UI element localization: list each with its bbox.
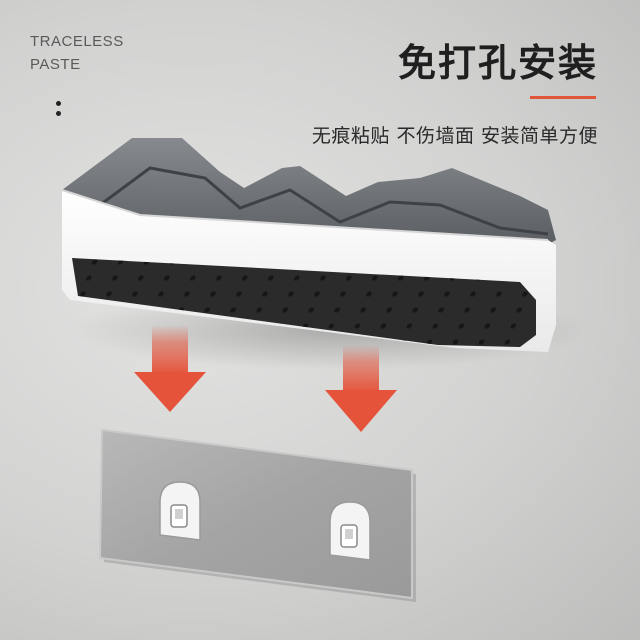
frame-edge	[61, 189, 549, 241]
down-arrow-icon	[134, 325, 206, 412]
english-label-traceless: TRACELESS	[30, 33, 124, 50]
english-label-paste: PASTE	[30, 56, 81, 73]
feature-subtitle: 无痕粘贴 不伤墙面 安装简单方便	[311, 125, 598, 147]
accent-underline	[530, 96, 596, 99]
smoked-back-panel	[62, 138, 556, 255]
hook-icon	[159, 481, 201, 541]
decorative-dots	[56, 101, 61, 117]
wave-rim	[99, 166, 549, 236]
down-arrow-icon	[325, 345, 397, 432]
page-title: 免打孔安装	[397, 41, 598, 85]
shelf-illustration	[61, 138, 556, 352]
hook-icon	[329, 501, 371, 561]
drain-mat-holes	[72, 258, 536, 347]
